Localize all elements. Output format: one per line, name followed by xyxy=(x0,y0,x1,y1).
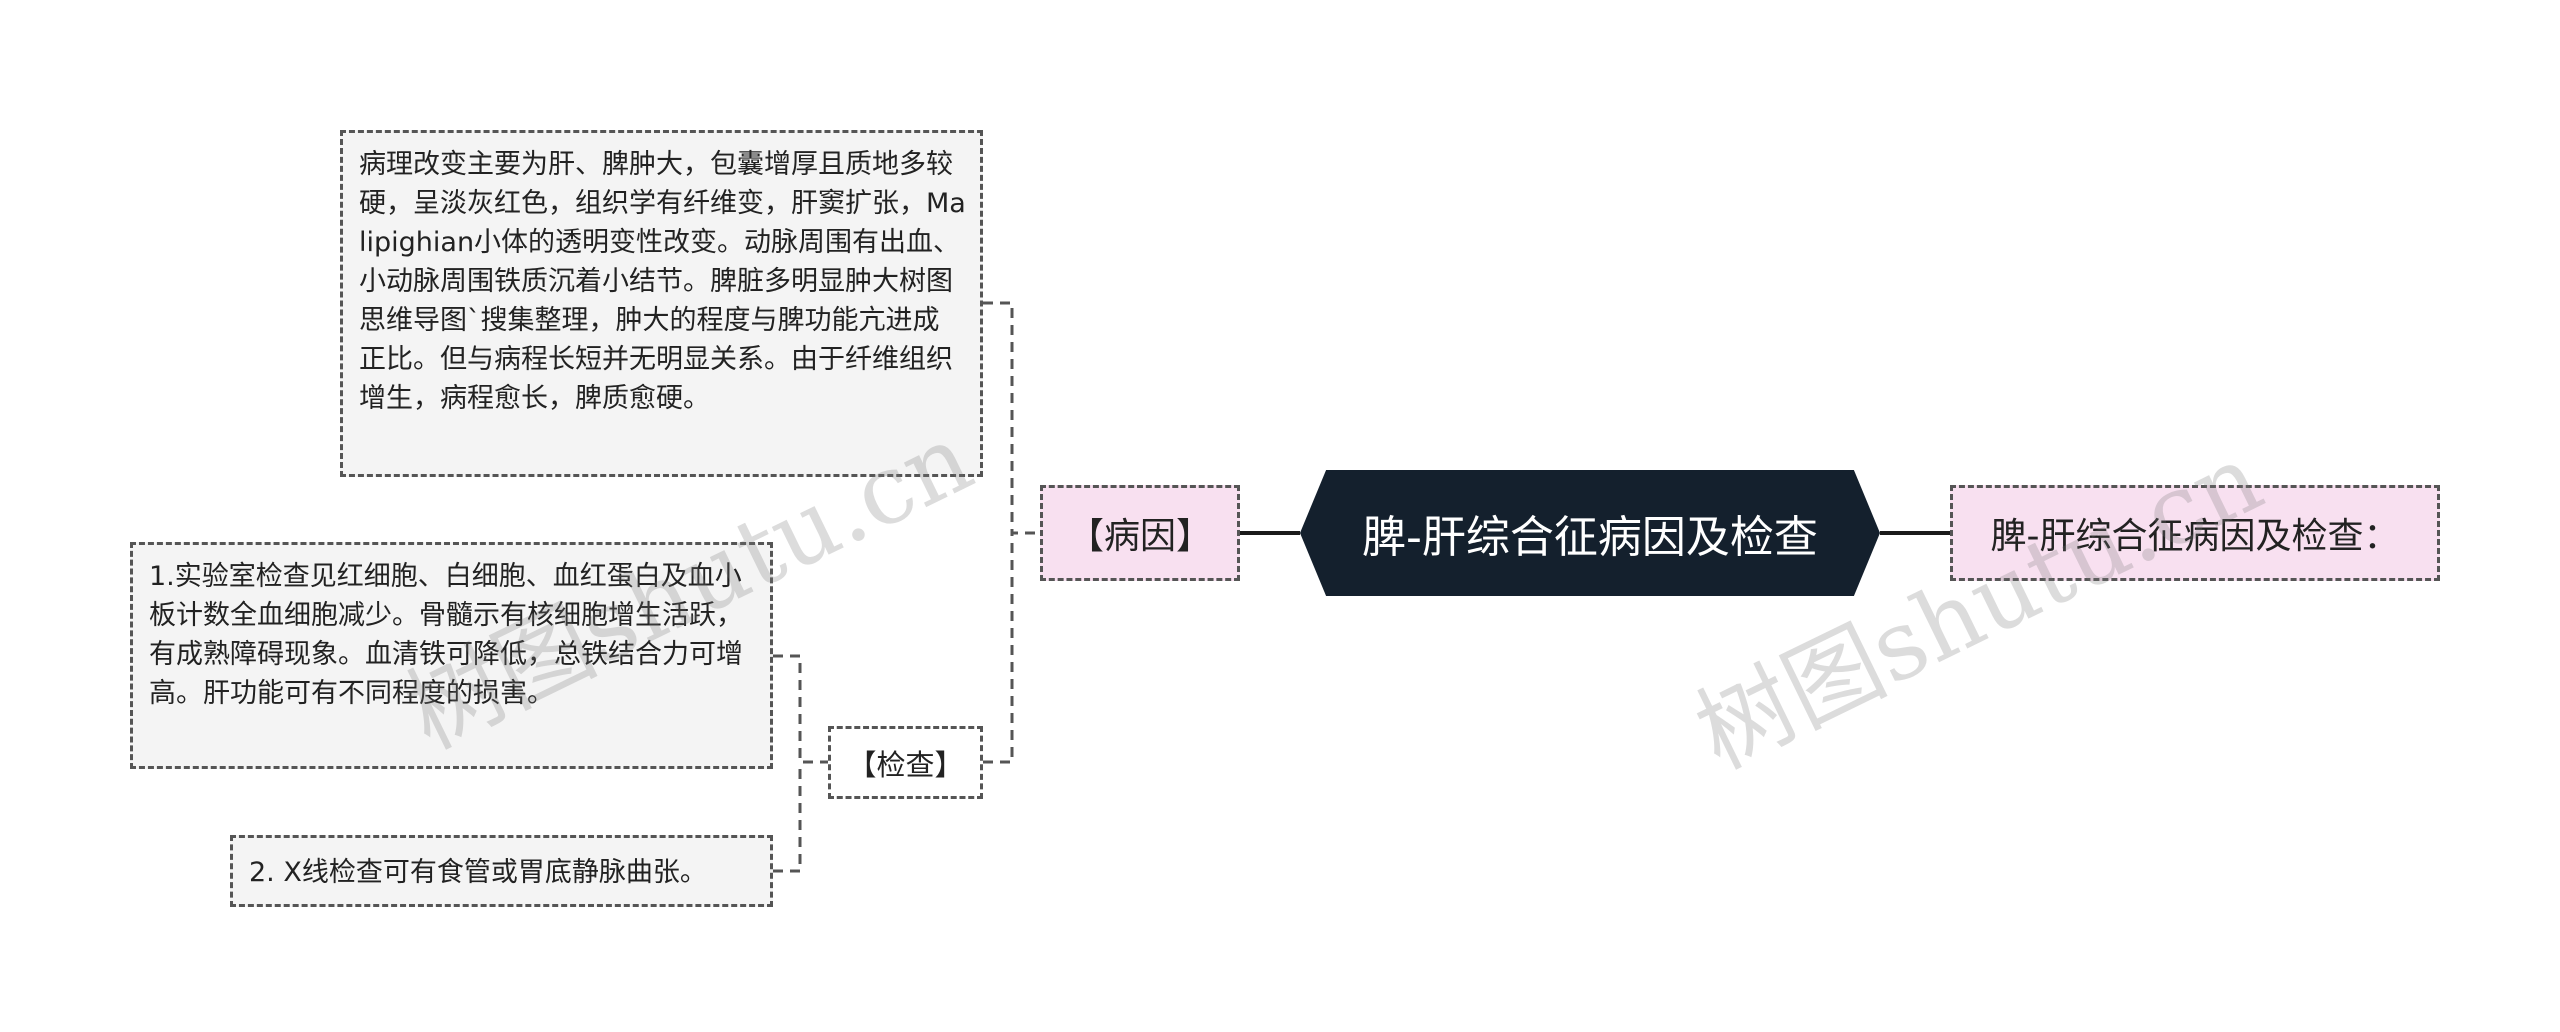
exam-node[interactable]: 【检查】 xyxy=(828,726,983,799)
pathology-detail-text: 病理改变主要为肝、脾肿大，包囊增厚且质地多较硬，呈淡灰红色，组织学有纤维变，肝窦… xyxy=(359,149,966,414)
connector-xray xyxy=(773,762,802,873)
pathology-detail-node[interactable]: 病理改变主要为肝、脾肿大，包囊增厚且质地多较硬，呈淡灰红色，组织学有纤维变，肝窦… xyxy=(340,130,983,477)
root-node[interactable]: 脾-肝综合征病因及检查 xyxy=(1300,470,1880,596)
exam-label: 【检查】 xyxy=(847,747,964,782)
lab-exam-text: 1.实验室检查见红细胞、白细胞、血红蛋白及血小板计数全血细胞减少。骨髓示有核细胞… xyxy=(149,561,743,709)
root-label: 脾-肝综合征病因及检查 xyxy=(1362,512,1818,563)
xray-exam-node[interactable]: 2. X线检查可有食管或胃底静脉曲张。 xyxy=(230,835,773,907)
cause-node[interactable]: 【病因】 xyxy=(1040,485,1240,581)
right-branch-label: 脾-肝综合征病因及检查： xyxy=(1990,516,2400,557)
connector-exam xyxy=(983,533,1014,764)
xray-exam-text: 2. X线检查可有食管或胃底静脉曲张。 xyxy=(249,856,707,888)
connector-pathology xyxy=(983,301,1040,535)
connector-lab xyxy=(773,654,828,764)
cause-label: 【病因】 xyxy=(1067,516,1212,557)
lab-exam-node[interactable]: 1.实验室检查见红细胞、白细胞、血红蛋白及血小板计数全血细胞减少。骨髓示有核细胞… xyxy=(130,542,773,769)
right-branch-node[interactable]: 脾-肝综合征病因及检查： xyxy=(1950,485,2440,581)
